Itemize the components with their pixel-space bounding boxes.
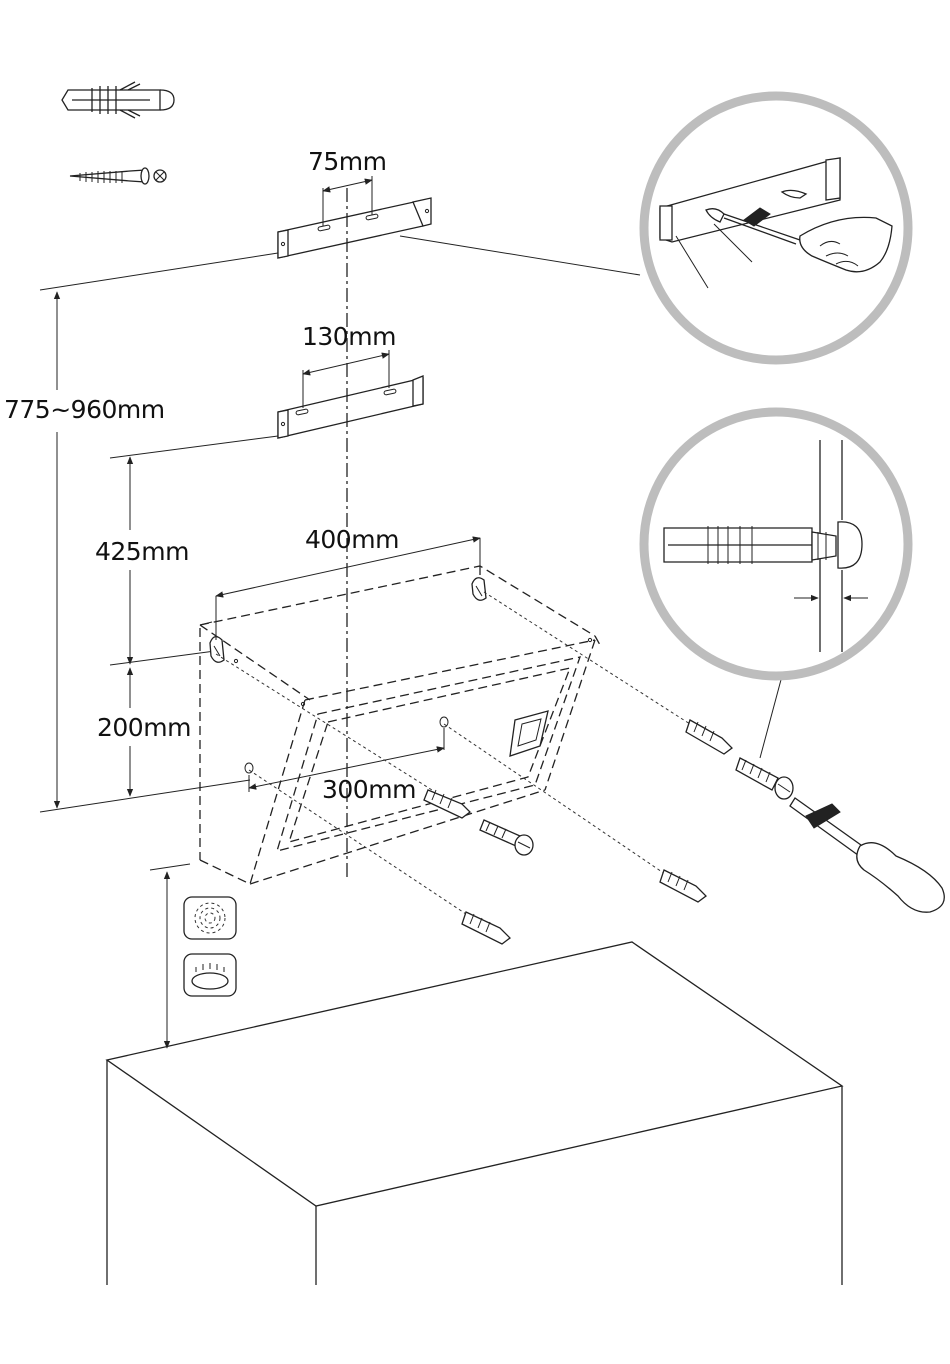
electric-hob-icon (184, 897, 236, 939)
screw-icon (70, 168, 166, 184)
dim-400mm-label: 400mm (305, 525, 399, 554)
dim-total-height-label: 775~960mm (4, 395, 165, 424)
wall-plug-3 (462, 912, 510, 944)
wall-plug-4 (660, 870, 706, 902)
bracket-small (278, 198, 431, 258)
detail-circle-bracket (644, 96, 908, 360)
dim-425mm-label: 425mm (95, 537, 189, 566)
wall-plug-2 (686, 720, 732, 754)
cooker-cabinet (107, 942, 842, 1285)
dim-300mm-label: 300mm (322, 775, 416, 804)
dim-200mm-label: 200mm (97, 713, 191, 742)
screw-1 (480, 820, 533, 855)
gas-hob-icon (184, 954, 236, 996)
dim-75mm-label: 75mm (308, 147, 387, 176)
screwdriver (790, 798, 944, 912)
wall-plug-icon (62, 82, 174, 118)
bracket-large (278, 376, 423, 438)
screw-2 (736, 758, 793, 799)
range-hood (200, 566, 600, 884)
dim-130mm-label: 130mm (302, 322, 396, 351)
detail-circle-wallplug (644, 412, 908, 676)
